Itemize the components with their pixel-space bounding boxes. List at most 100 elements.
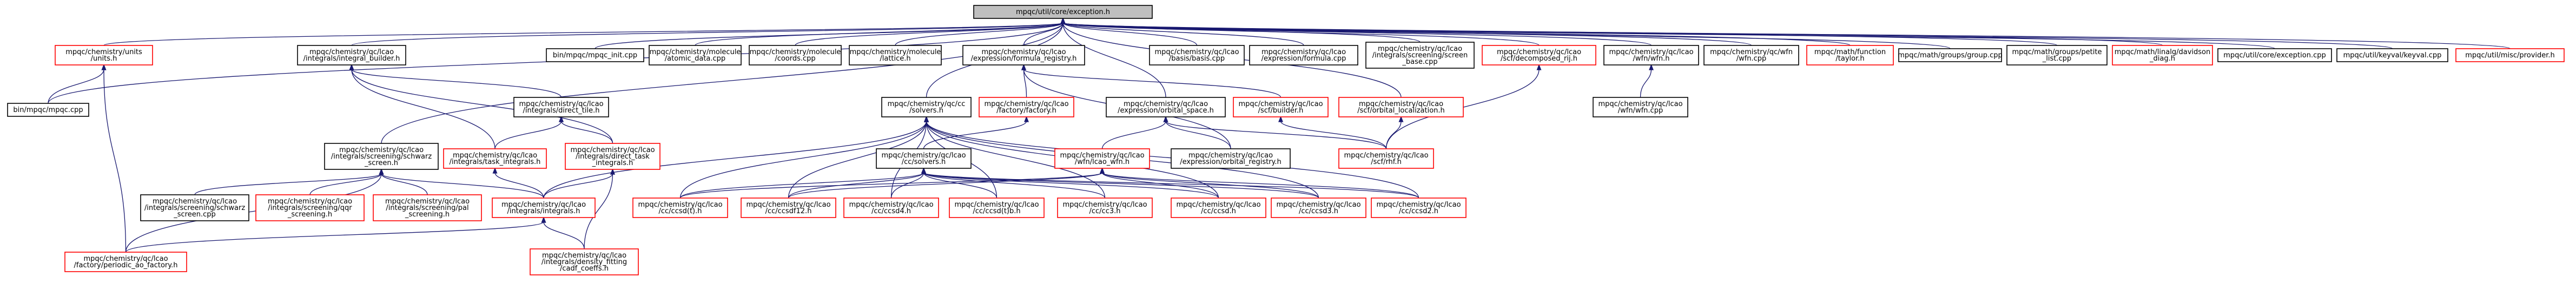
node-keyval-cpp[interactable]: mpqc/util/keyval/keyval.cpp: [2336, 48, 2448, 62]
edge-units-to-periodic_ao_factory: [101, 64, 127, 253]
edge-scf_builder-to-scf_rhf: [1278, 116, 1387, 149]
node-ccsd-h[interactable]: mpqc/chemistry/qc/lcao/cc/ccsd.h: [1171, 198, 1266, 218]
node-label: /expression/formula_registry.h: [971, 55, 1077, 63]
node-screening-base[interactable]: mpqc/chemistry/qc/lcao/integrals/screeni…: [1365, 42, 1475, 69]
node-pal-screening[interactable]: mpqc/chemistry/qc/lcao/integrals/screeni…: [373, 194, 482, 221]
node-ccsdt[interactable]: mpqc/chemistry/qc/lcao/cc/ccsd(t).h: [632, 198, 728, 218]
node-ccsdf12[interactable]: mpqc/chemistry/qc/lcao/cc/ccsdf12.h: [741, 198, 836, 218]
node-wfn-cpp[interactable]: mpqc/chemistry/qc/wfn/wfn.cpp: [1703, 45, 1799, 65]
node-wfn-h[interactable]: mpqc/chemistry/qc/lcao/wfn/wfn.h: [1603, 45, 1699, 65]
node-label: /integrals/direct_task: [576, 153, 650, 161]
node-direct-tile[interactable]: mpqc/chemistry/qc/lcao/integrals/direct_…: [513, 97, 609, 117]
node-box: [1482, 45, 1596, 65]
node-label: /scf/builder.h: [1258, 107, 1304, 115]
node-bin-mpqc-cpp[interactable]: bin/mpqc/mpqc.cpp: [7, 103, 89, 117]
node-orbital-space[interactable]: mpqc/chemistry/qc/lcao/expression/orbita…: [1106, 97, 1226, 117]
node-label: /integrals/task_integrals.h: [450, 158, 541, 166]
node-label: mpqc/chemistry/qc/lcao: [385, 198, 470, 206]
node-label: mpqc/chemistry/qc/lcao: [1238, 100, 1323, 108]
node-decomposed-rij[interactable]: mpqc/chemistry/qc/lcao/scf/decomposed_ri…: [1482, 45, 1596, 65]
node-formula-cpp[interactable]: mpqc/chemistry/qc/lcao/expression/formul…: [1249, 45, 1358, 65]
node-integral-builder[interactable]: mpqc/chemistry/qc/lcao/integrals/integra…: [297, 45, 406, 65]
node-label: mpqc/chemistry/qc/lcao: [746, 201, 830, 209]
node-ccsdtb[interactable]: mpqc/chemistry/qc/lcao/cc/ccsd(t)b.h: [949, 198, 1045, 218]
edge-integral_builder-to-task_integrals: [349, 64, 496, 149]
node-schwarz-screen[interactable]: mpqc/chemistry/qc/lcao/integrals/screeni…: [324, 143, 439, 170]
node-provider-h[interactable]: mpqc/util/misc/provider.h: [2455, 48, 2565, 62]
node-qqr-screening[interactable]: mpqc/chemistry/qc/lcao/integrals/screeni…: [255, 194, 365, 221]
node-box: [876, 148, 972, 169]
node-label: /factory/periodic_ao_factory.h: [74, 261, 178, 269]
node-davidson-diag[interactable]: mpqc/math/linalg/davidson_diag.h: [2112, 45, 2213, 65]
node-label: /integrals/screening/pal: [386, 204, 468, 212]
node-label: /scf/rhf.h: [1371, 158, 1402, 166]
edge-root-to-coords: [795, 17, 1066, 46]
node-basis-cpp[interactable]: mpqc/chemistry/qc/lcao/basis/basis.cpp: [1149, 45, 1245, 65]
node-label: mpqc/math/linalg/davidson: [2115, 48, 2210, 56]
node-factory-h[interactable]: mpqc/chemistry/qc/lcao/factory/factory.h: [979, 97, 1074, 117]
node-formula-registry[interactable]: mpqc/chemistry/qc/lcao/expression/formul…: [962, 45, 1085, 65]
node-orbital-localization[interactable]: mpqc/chemistry/qc/lcao/scf/orbital_local…: [1338, 97, 1464, 117]
edge-orbital_localization-to-scf_rhf: [1385, 116, 1404, 149]
node-label: mpqc/chemistry/qc/lcao: [83, 255, 168, 263]
node-label: /integrals/screening/schwarz: [144, 204, 245, 212]
node-label: mpqc/chemistry/qc/lcao: [453, 152, 537, 160]
node-box: [649, 45, 742, 65]
node-label: mpqc/chemistry/qc/lcao: [1378, 45, 1462, 53]
node-label: /cc/ccsd(t).h: [659, 207, 702, 215]
node-schwarz-screen-cpp[interactable]: mpqc/chemistry/qc/lcao/integrals/screeni…: [140, 194, 249, 221]
node-label: mpqc/chemistry/qc/lcao: [1062, 201, 1147, 209]
node-atomic-data[interactable]: mpqc/chemistry/molecule/atomic_data.cpp: [649, 45, 742, 65]
node-ccsd3[interactable]: mpqc/chemistry/qc/lcao/cc/ccsd3.h: [1271, 198, 1366, 218]
node-label: /scf/decomposed_rij.h: [1501, 55, 1577, 63]
node-label: mpqc/chemistry/qc/lcao: [849, 201, 933, 209]
node-box: [1233, 97, 1329, 117]
node-task-integrals[interactable]: mpqc/chemistry/qc/lcao/integrals/task_in…: [443, 148, 547, 169]
node-box: [1338, 148, 1434, 169]
edges-layer: [48, 17, 2511, 253]
node-density-fitting[interactable]: mpqc/chemistry/qc/lcao/integrals/density…: [530, 248, 639, 275]
node-group-cpp[interactable]: mpqc/math/groups/group.cpp: [1898, 48, 2003, 62]
node-label: mpqc/chemistry/qc/lcao: [1124, 100, 1208, 108]
node-label: /expression/orbital_registry.h: [1180, 158, 1282, 166]
node-orbital-registry[interactable]: mpqc/chemistry/qc/lcao/expression/orbita…: [1171, 148, 1291, 169]
node-petite-list[interactable]: mpqc/math/groups/petite_list.cpp: [2006, 45, 2108, 65]
node-cc2[interactable]: mpqc/chemistry/qc/lcao/cc/ccsd2.h: [1371, 198, 1467, 218]
node-label: mpqc/chemistry/qc/lcao: [1276, 201, 1360, 209]
node-scf-rhf[interactable]: mpqc/chemistry/qc/lcao/scf/rhf.h: [1338, 148, 1434, 169]
node-wfn-cpp-lcao[interactable]: mpqc/chemistry/qc/lcao/wfn/wfn.cpp: [1593, 97, 1688, 117]
node-root[interactable]: mpqc/util/core/exception.h: [973, 5, 1153, 19]
node-taylor[interactable]: mpqc/math/function/taylor.h: [1806, 45, 1894, 65]
node-periodic-ao-factory[interactable]: mpqc/chemistry/qc/lcao/factory/periodic_…: [64, 252, 187, 272]
node-solvers-h[interactable]: mpqc/chemistry/qc/cc/solvers.h: [881, 97, 972, 117]
node-label: mpqc/chemistry/qc/lcao: [309, 48, 394, 56]
edge-lcao_solvers-to-ccsdt: [679, 167, 926, 199]
node-eom-ccsd[interactable]: mpqc/chemistry/qc/lcao/cc/ccsd4.h: [843, 198, 939, 218]
node-integrals-h[interactable]: mpqc/chemistry/qc/lcao/integrals/integra…: [492, 198, 596, 218]
node-direct-task-integrals[interactable]: mpqc/chemistry/qc/lcao/integrals/direct_…: [565, 143, 660, 170]
node-label: /cc/ccsd4.h: [871, 207, 911, 215]
node-box: [1806, 45, 1894, 65]
node-label: mpqc/chemistry/qc/wfn: [1710, 48, 1793, 56]
node-box: [443, 148, 547, 169]
node-lcao-wfn-h[interactable]: mpqc/chemistry/qc/lcao/wfn/lcao_wfn.h: [1054, 148, 1150, 169]
edge-orbital_space-to-scf_rhf: [1163, 116, 1387, 149]
node-label: mpqc/chemistry/qc/lcao: [1359, 100, 1443, 108]
node-bin-mpqc-init[interactable]: bin/mpqc/mpqc_init.cpp: [546, 48, 644, 62]
node-lattice[interactable]: mpqc/chemistry/molecule/lattice.h: [849, 45, 942, 65]
node-box: [2112, 45, 2213, 65]
node-label: /integrals/screening/screen: [1372, 51, 1468, 60]
edge-root-to-formula_registry: [1023, 17, 1066, 46]
node-cc3[interactable]: mpqc/chemistry/qc/lcao/cc/cc3.h: [1057, 198, 1153, 218]
node-label: /expression/formula.cpp: [1261, 55, 1346, 63]
edge-lcao_solvers-to-cc3: [921, 167, 1106, 199]
node-box: [255, 194, 365, 221]
node-units[interactable]: mpqc/chemistry/units/units.h: [55, 45, 153, 65]
node-lcao-solvers[interactable]: mpqc/chemistry/qc/lcao/cc/solvers.h: [876, 148, 972, 169]
node-label: /integrals/screening/qqr: [268, 204, 352, 212]
node-scf-builder[interactable]: mpqc/chemistry/qc/lcao/scf/builder.h: [1233, 97, 1329, 117]
node-box: [1054, 148, 1150, 169]
node-coords[interactable]: mpqc/chemistry/molecule/coords.cpp: [749, 45, 842, 65]
node-label: _base.cpp: [1402, 58, 1437, 66]
node-exception-cpp[interactable]: mpqc/util/core/exception.cpp: [2217, 48, 2332, 62]
